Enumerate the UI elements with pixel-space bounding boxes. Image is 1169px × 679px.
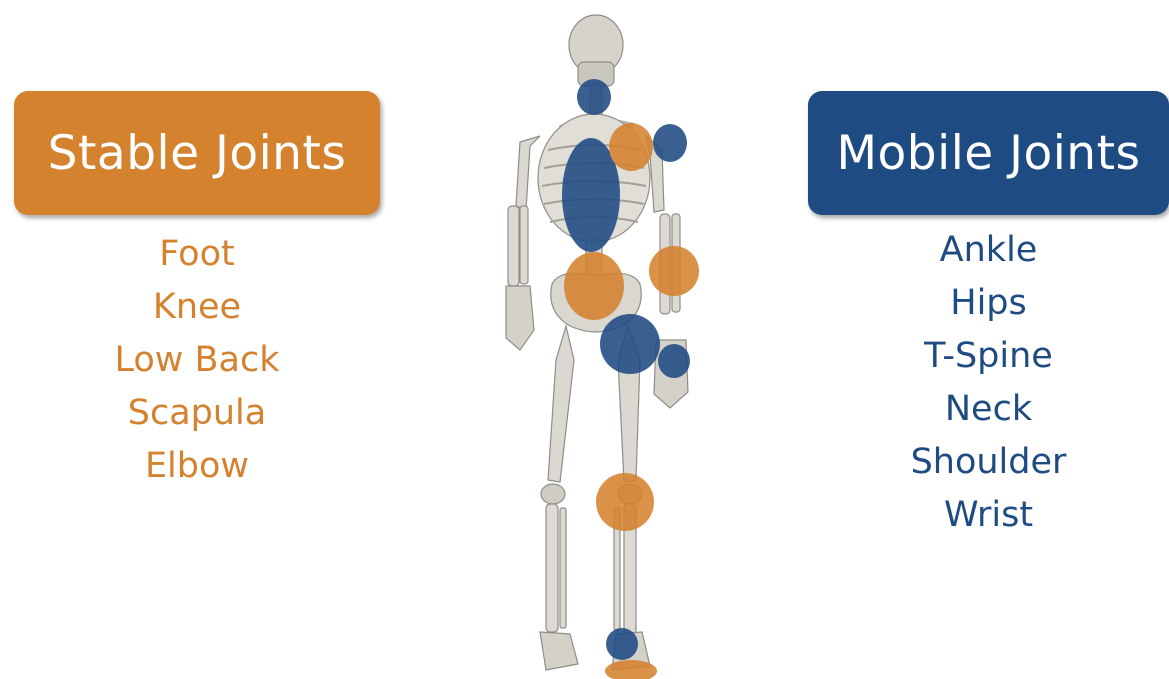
mobile-joints-list: Ankle Hips T-Spine Neck Shoulder Wrist [808,224,1169,542]
mobile-joint-item: T-Spine [808,330,1169,383]
neck-marker [577,79,611,115]
stable-joint-item: Knee [14,281,380,334]
stable-joints-header: Stable Joints [14,91,380,215]
mobile-joint-item: Hips [808,277,1169,330]
mobile-joint-item: Ankle [808,224,1169,277]
hips-marker [600,314,660,374]
ankle-marker [606,628,638,660]
stable-joint-item: Foot [14,228,380,281]
stable-joints-list: Foot Knee Low Back Scapula Elbow [14,228,380,493]
knee-marker [596,473,654,531]
mobile-joints-header: Mobile Joints [808,91,1169,215]
stable-joints-title: Stable Joints [48,126,347,181]
stable-joint-item: Elbow [14,440,380,493]
human-skeleton-icon [480,0,720,679]
mobile-joint-item: Wrist [808,489,1169,542]
wrist-marker [658,344,690,378]
shoulder-marker [653,124,687,162]
stable-joint-item: Low Back [14,334,380,387]
mobile-joint-item: Neck [808,383,1169,436]
stable-joint-item: Scapula [14,387,380,440]
low-back-marker [564,252,624,320]
elbow-marker [649,246,699,296]
mobile-joints-title: Mobile Joints [837,126,1141,181]
mobile-joint-item: Shoulder [808,436,1169,489]
scapula-marker [609,123,653,171]
